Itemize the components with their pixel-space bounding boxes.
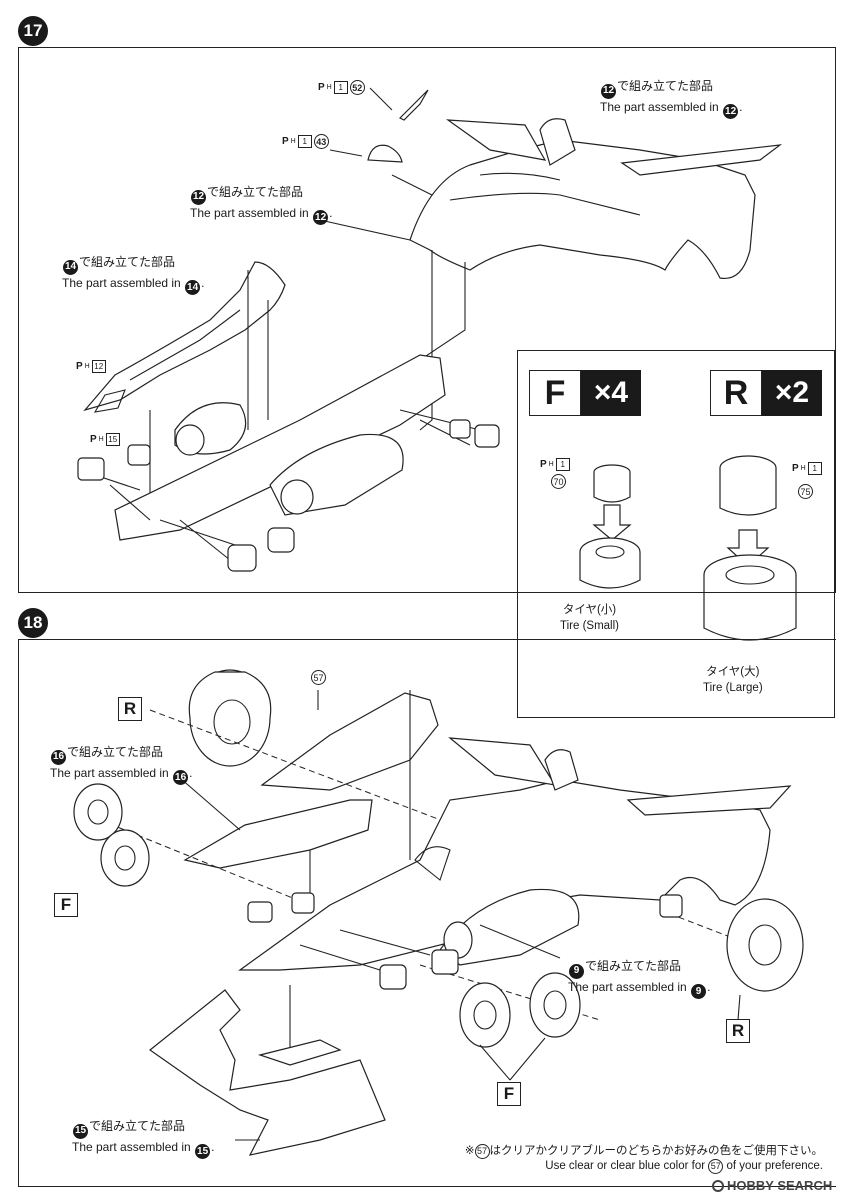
step-17-badge: 17 (18, 16, 48, 46)
tire-box-artwork (579, 455, 797, 641)
frame-box: 12 (91, 360, 106, 373)
rear-tire-letter: R (710, 370, 762, 416)
tire-small-label: タイヤ(小) Tire (Small) (560, 604, 619, 632)
frame-box: 1 (555, 458, 570, 471)
part-number-75: 75 (798, 484, 813, 499)
step18-artwork (73, 669, 804, 1156)
step-18-number: 18 (23, 613, 43, 632)
part-number-70: 70 (551, 474, 566, 489)
rear-tire-marker-top: R (118, 697, 142, 721)
ref-badge: 16 (173, 770, 189, 785)
front-tire-count: ×4 (581, 370, 641, 416)
part-number-57: 57 (474, 1144, 490, 1159)
watermark-logo-icon (712, 1179, 724, 1192)
step-17-panel (18, 47, 836, 593)
part-number-43: 43 (313, 134, 329, 149)
frame-box: 1 (297, 135, 312, 148)
ref-badge: 16 (51, 749, 66, 765)
ref-badge: 12 (313, 210, 329, 225)
ref-badge: 9 (691, 984, 707, 999)
ref-badge: 15 (195, 1144, 211, 1159)
step-18-panel (18, 639, 836, 1187)
ref-badge: 14 (63, 259, 78, 275)
frame-box: 1 (333, 81, 348, 94)
front-tire-marker-left: F (54, 893, 78, 917)
frame-box: 1 (807, 462, 822, 475)
ref-badge: 12 (601, 83, 616, 99)
front-tire-marker-bottom: F (497, 1082, 521, 1106)
step17-artwork (77, 87, 783, 572)
rear-tire-count: ×2 (762, 370, 822, 416)
tire-box-panel (517, 350, 835, 718)
part-number-57: 57 (708, 1159, 724, 1174)
ref-badge: 14 (185, 280, 201, 295)
hobby-search-watermark: HOBBY SEARCH (712, 1178, 832, 1193)
frame-box: 15 (105, 433, 120, 446)
step-17-number: 17 (23, 21, 43, 40)
part-number-52: 52 (349, 80, 365, 95)
part-number-57: 57 (311, 670, 326, 685)
ref-badge: 9 (569, 963, 584, 979)
rear-tire-marker-right: R (726, 1019, 750, 1043)
ref-badge: 12 (723, 104, 739, 119)
ref-badge: 15 (73, 1123, 88, 1139)
step-18-badge: 18 (18, 608, 48, 638)
tire-large-label: タイヤ(大) Tire (Large) (703, 666, 763, 694)
ref-badge: 12 (191, 189, 206, 205)
front-tire-letter: F (529, 370, 581, 416)
